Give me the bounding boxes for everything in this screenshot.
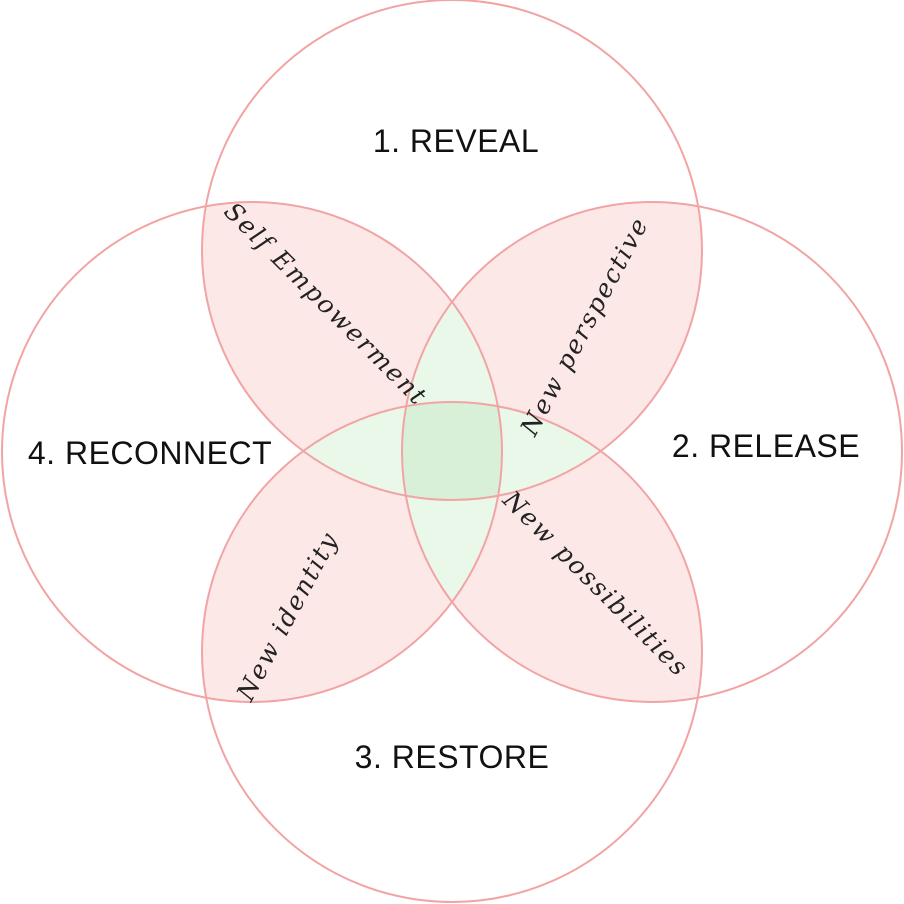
label-reveal: 1. REVEAL: [373, 123, 539, 159]
label-reconnect: 4. RECONNECT: [28, 435, 272, 471]
label-restore: 3. RESTORE: [355, 739, 550, 775]
circle-release: [401, 201, 903, 703]
circle-reveal: [201, 0, 703, 501]
circle-restore: [201, 401, 703, 903]
label-release: 2. RELEASE: [672, 428, 860, 464]
circle-reconnect: [1, 201, 503, 703]
